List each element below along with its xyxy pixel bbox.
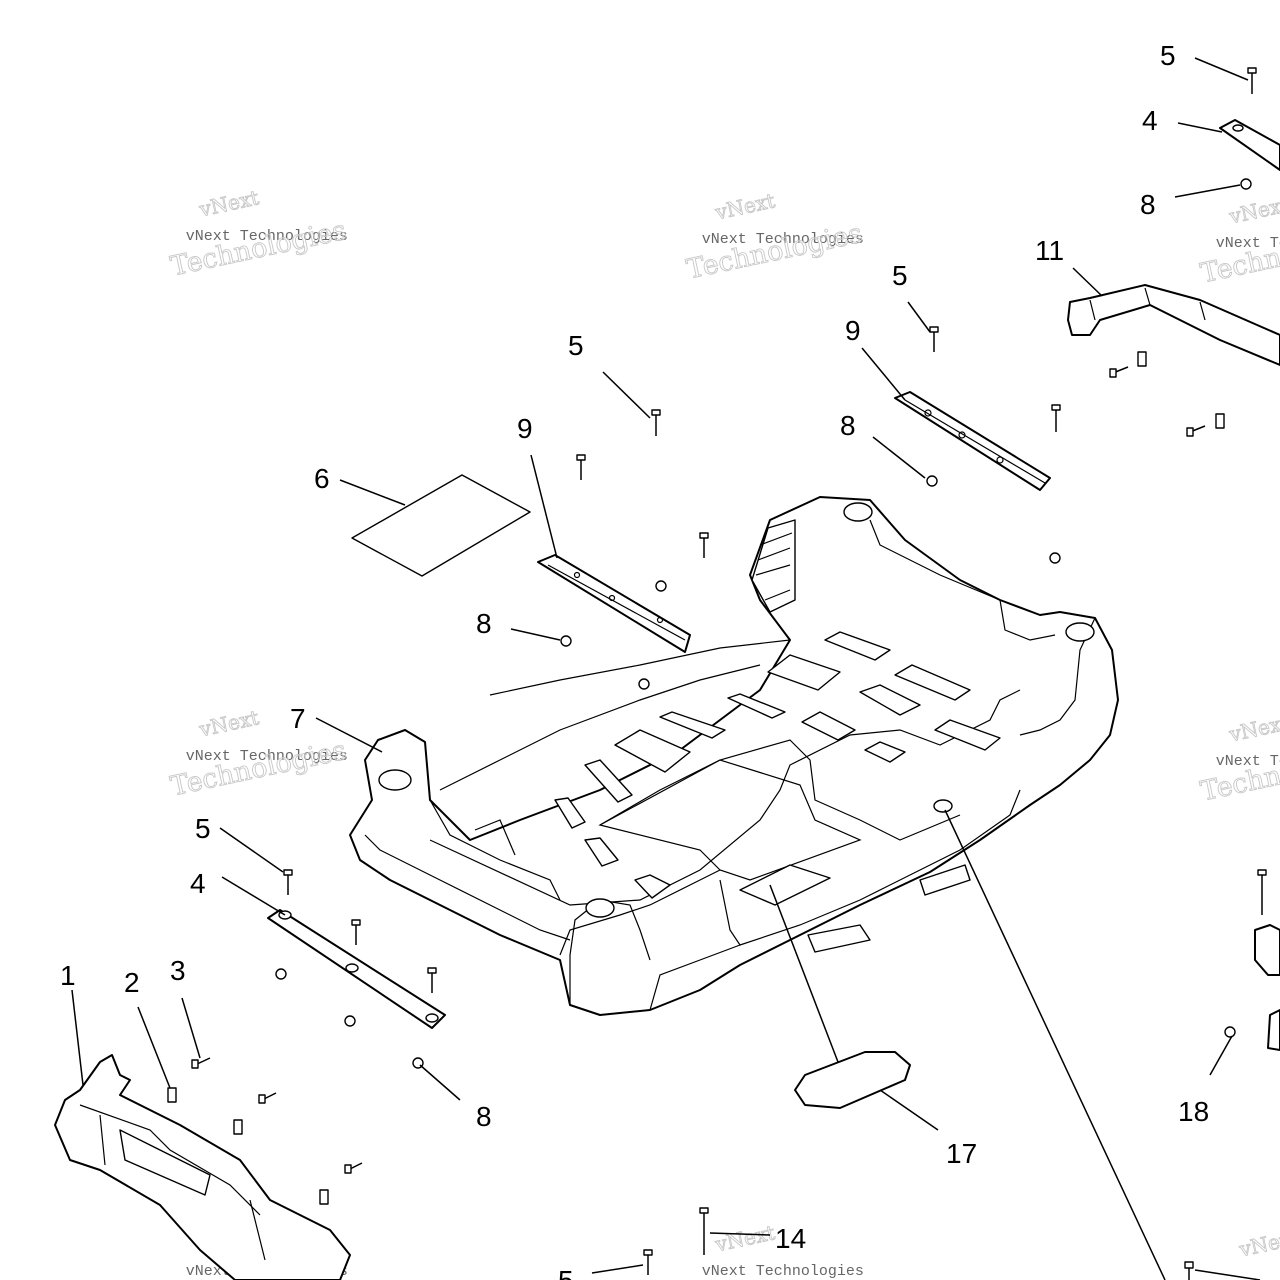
callout-4: 4 [190, 868, 206, 899]
storage-cover [794, 1051, 911, 1109]
watermark: vNext vNext Technologies Technologies [683, 188, 865, 286]
screw [283, 869, 293, 895]
callout-9: 9 [845, 315, 861, 346]
tail-bracket-top [1219, 119, 1280, 171]
svg-text:Technologies: Technologies [684, 218, 865, 285]
callout-9: 9 [517, 413, 533, 444]
mount-bracket-center [537, 554, 691, 653]
callout-18: 18 [1178, 1096, 1209, 1127]
rear-bumper [54, 1054, 351, 1280]
hinge-bracket [1254, 924, 1280, 1051]
screw [699, 1207, 709, 1255]
svg-text:vNext: vNext [712, 188, 777, 224]
callout-5: 5 [558, 1265, 574, 1280]
svg-text:vNext: vNext [196, 705, 261, 741]
svg-text:vNext Technologies: vNext Technologies [186, 748, 348, 765]
callout-3: 3 [170, 955, 186, 986]
svg-text:vNext Technologies: vNext Technologies [702, 1263, 864, 1280]
callout-labels: 5 4 8 11 5 9 8 5 9 6 8 7 5 4 1 2 3 8 17 … [60, 40, 1209, 1280]
clip-nuts [167, 178, 1252, 1205]
screw [1257, 869, 1267, 915]
screw [699, 532, 709, 558]
callout-6: 6 [314, 463, 330, 494]
svg-text:vNext: vNext [196, 185, 261, 221]
mount-bracket-right [894, 391, 1051, 491]
callout-14: 14 [775, 1223, 806, 1254]
callout-11: 11 [1035, 235, 1064, 266]
bolt [1186, 425, 1206, 437]
screw [1051, 404, 1061, 432]
svg-text:Technologies: Technologies [1198, 740, 1280, 807]
bolt [258, 1092, 277, 1104]
screw [1184, 1261, 1194, 1280]
svg-text:vNext: vNext [1236, 1225, 1280, 1261]
svg-text:vNext Technologies: vNext Technologies [702, 231, 864, 248]
svg-text:vNext: vNext [1226, 192, 1280, 228]
watermark: vNext vNext Technologies Technologies [167, 185, 349, 283]
callout-8: 8 [1140, 189, 1156, 220]
screw-fasteners [191, 67, 1267, 1280]
bolt [191, 1057, 211, 1069]
watermark: vNext vNext Technologies Technologies [167, 705, 349, 803]
side-trim-right [1067, 284, 1280, 366]
screw [929, 326, 939, 352]
screw [1247, 67, 1257, 94]
screw [576, 454, 586, 480]
bolt [1109, 366, 1129, 378]
callout-8: 8 [840, 410, 856, 441]
screw [643, 1249, 653, 1275]
screw [427, 967, 437, 993]
svg-text:vNext Technologies: vNext Technologies [1216, 753, 1280, 770]
callout-7: 7 [290, 703, 306, 734]
svg-text:Technologies: Technologies [168, 215, 349, 282]
callout-5: 5 [195, 813, 211, 844]
svg-text:vNext Technologies: vNext Technologies [186, 228, 348, 245]
svg-text:vNext Technologies: vNext Technologies [1216, 235, 1280, 252]
watermark: vNext [1236, 1225, 1280, 1262]
callout-17: 17 [946, 1138, 977, 1169]
watermark: vNext vNext Technologies Technologies [1197, 710, 1280, 808]
svg-text:vNext: vNext [1226, 710, 1280, 746]
svg-text:Technologies: Technologies [168, 735, 349, 802]
screw [651, 409, 661, 436]
leader-lines [71, 57, 1261, 1280]
callout-5: 5 [892, 260, 908, 291]
callout-5: 5 [1160, 40, 1176, 71]
svg-text:vNext: vNext [712, 1220, 777, 1256]
callout-5: 5 [568, 330, 584, 361]
rear-rack-body [349, 496, 1119, 1016]
callout-4: 4 [1142, 105, 1158, 136]
callout-8: 8 [476, 608, 492, 639]
callout-8: 8 [476, 1101, 492, 1132]
screw [351, 919, 361, 945]
callout-1: 1 [60, 960, 76, 991]
tail-bracket-left [267, 909, 446, 1029]
callout-2: 2 [124, 967, 140, 998]
svg-text:Technologies: Technologies [1198, 222, 1280, 289]
bolt [344, 1162, 363, 1174]
decal-panel [351, 474, 531, 577]
